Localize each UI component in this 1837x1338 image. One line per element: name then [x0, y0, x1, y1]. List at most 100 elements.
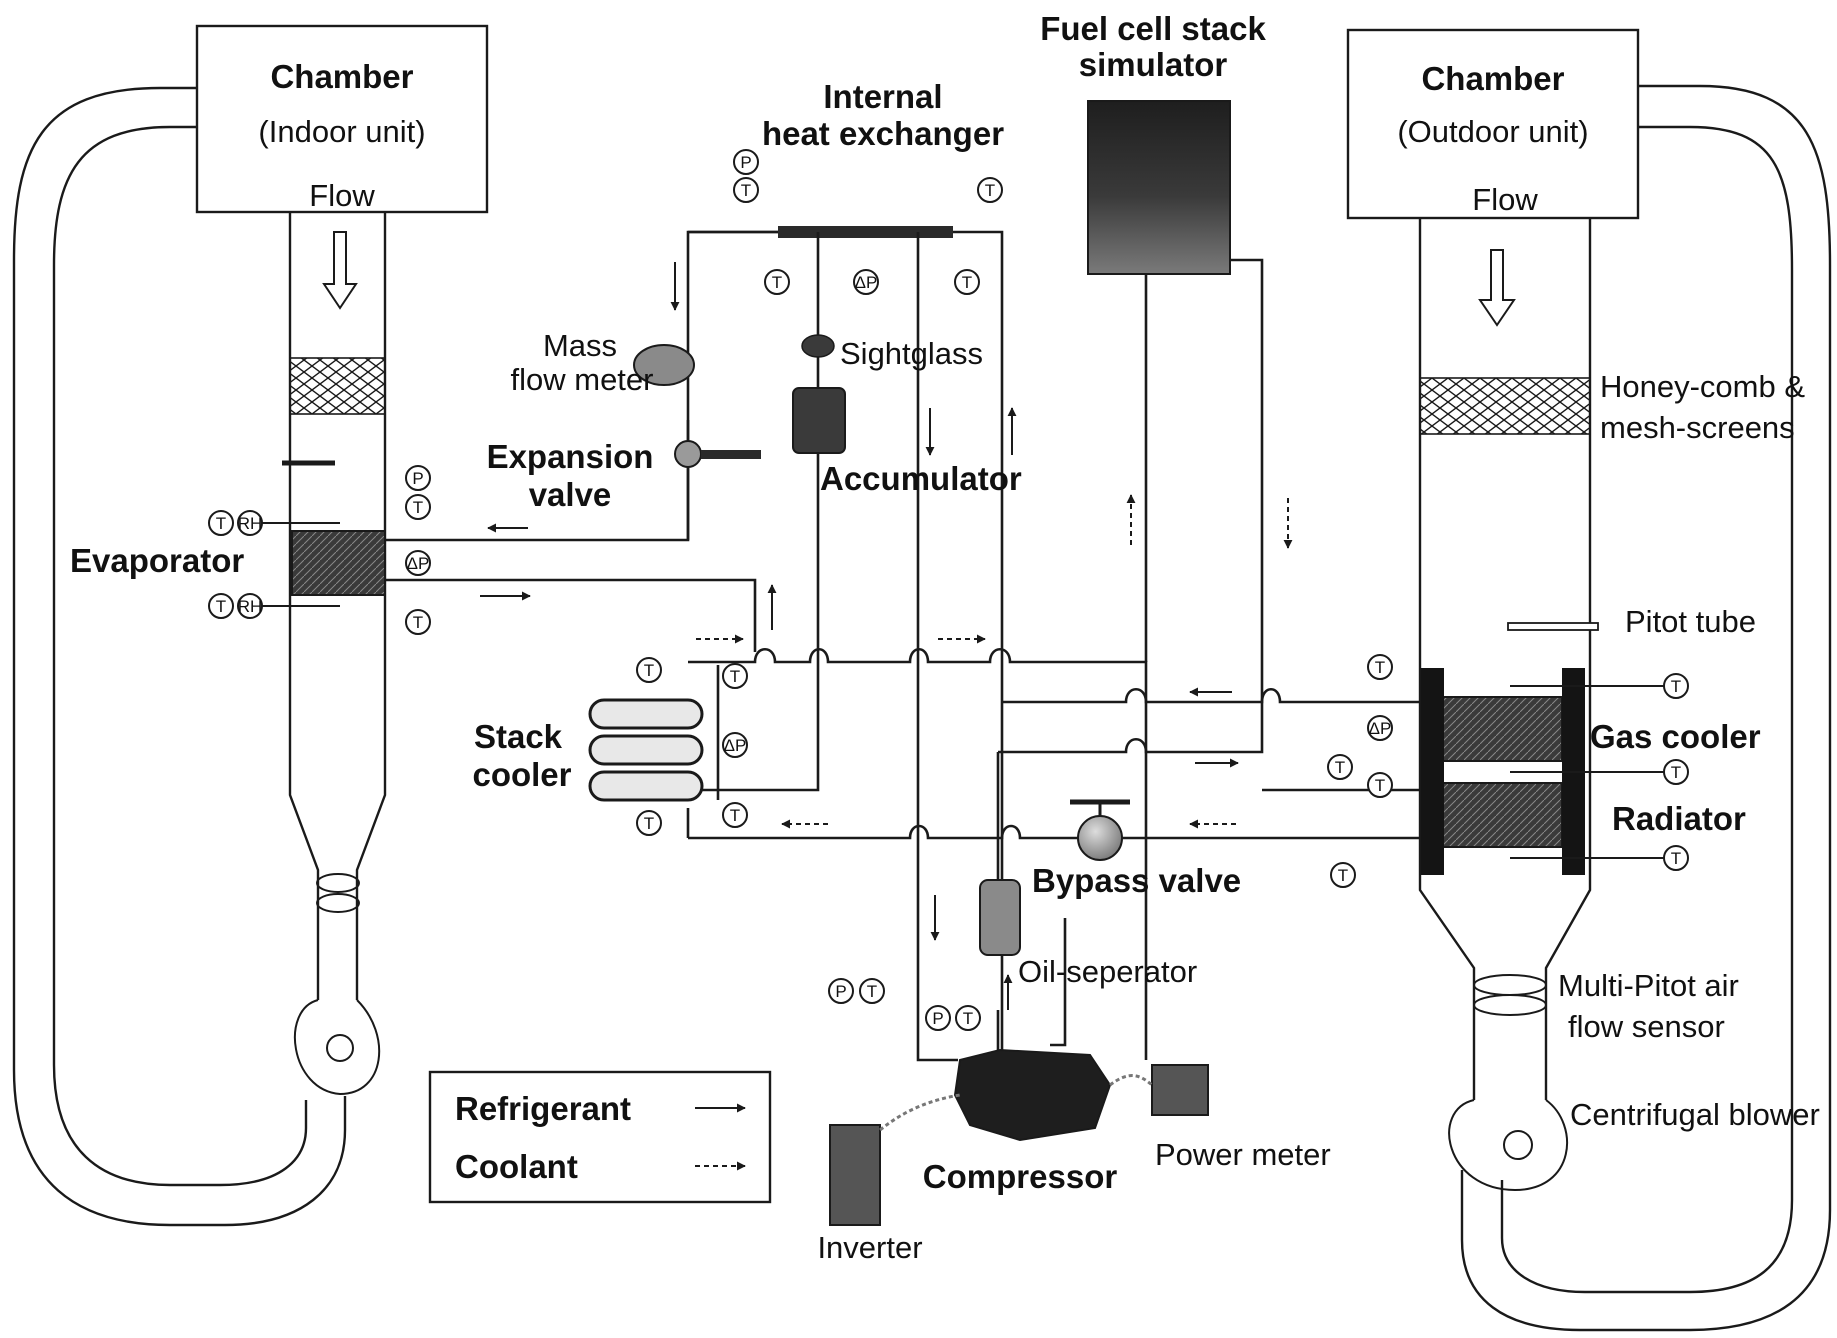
stack-cooler [590, 700, 702, 800]
svg-text:T: T [1671, 849, 1681, 868]
temperature-sensor: T [1664, 674, 1688, 698]
outdoor-unit: Chamber (Outdoor unit) Flow Honey-comb &… [1348, 30, 1830, 1330]
svg-text:T: T [413, 498, 423, 517]
power-meter-cable [1110, 1076, 1152, 1085]
svg-text:P: P [412, 469, 423, 488]
bypass-valve-label: Bypass valve [1032, 862, 1241, 899]
internal-heat-exchanger [778, 226, 953, 238]
pipe-bypass-line [688, 826, 1421, 838]
flow-label-outdoor: Flow [1472, 182, 1538, 217]
svg-text:RH: RH [238, 597, 263, 616]
differential-pressure-sensor: ΔP [854, 270, 878, 294]
compressor [955, 1050, 1110, 1140]
temperature-sensor: T [1331, 863, 1355, 887]
svg-text:T: T [741, 181, 751, 200]
svg-text:T: T [644, 814, 654, 833]
svg-text:T: T [216, 597, 226, 616]
temperature-sensor: T [723, 803, 747, 827]
expansion-valve-label: Expansion [487, 438, 654, 475]
temperature-sensor: T [209, 594, 233, 618]
outdoor-blower-hub [1504, 1131, 1532, 1159]
mass-flow-label-2: flow meter [511, 362, 654, 397]
svg-text:T: T [867, 982, 877, 1001]
humidity-sensor: RH [238, 594, 263, 618]
indoor-multi-pitot [317, 874, 359, 892]
chamber-outdoor-subtitle: (Outdoor unit) [1397, 114, 1588, 149]
honeycomb-label-2: mesh-screens [1600, 410, 1795, 445]
pipe-evaporator-outlet [385, 580, 755, 652]
svg-text:T: T [1375, 776, 1385, 795]
flow-arrow-icon [324, 232, 356, 308]
inverter-label: Inverter [817, 1230, 922, 1265]
svg-text:ΔP: ΔP [1369, 719, 1392, 738]
svg-text:T: T [644, 661, 654, 680]
power-meter [1152, 1065, 1208, 1115]
pitot-tube-label: Pitot tube [1625, 604, 1756, 639]
temperature-sensor: T [1664, 760, 1688, 784]
svg-text:P: P [932, 1009, 943, 1028]
svg-text:T: T [730, 806, 740, 825]
expansion-valve-label-2: valve [529, 476, 612, 513]
accumulator-label: Accumulator [820, 460, 1022, 497]
svg-text:ΔP: ΔP [407, 554, 430, 573]
svg-text:T: T [772, 273, 782, 292]
ihx-label-2: heat exchanger [762, 115, 1004, 152]
svg-text:T: T [413, 613, 423, 632]
oil-separator-label: Oil-seperator [1018, 954, 1197, 989]
fuel-cell-stack-box [1088, 101, 1230, 274]
pressure-sensor: P [829, 979, 853, 1003]
differential-pressure-sensor: ΔP [723, 733, 747, 757]
pressure-sensor: P [926, 1006, 950, 1030]
indoor-return-duct-outer [14, 88, 345, 1225]
sensor-gauges: T RH T RH P T ΔP T P T T T ΔP T T T ΔP T… [209, 150, 1688, 1030]
legend-coolant: Coolant [455, 1148, 578, 1185]
temperature-sensor: T [955, 270, 979, 294]
heat-exchanger-frame-left [1421, 668, 1444, 875]
temperature-sensor: T [1328, 755, 1352, 779]
radiator-label: Radiator [1612, 800, 1746, 837]
compressor-label: Compressor [923, 1158, 1118, 1195]
svg-text:T: T [985, 181, 995, 200]
temperature-sensor: T [637, 811, 661, 835]
svg-text:RH: RH [238, 514, 263, 533]
svg-text:T: T [1335, 758, 1345, 777]
multi-pitot-label: Multi-Pitot air [1558, 968, 1739, 1003]
pressure-sensor: P [406, 466, 430, 490]
svg-text:T: T [216, 514, 226, 533]
temperature-sensor: T [406, 495, 430, 519]
indoor-blower-housing [295, 1000, 379, 1094]
gas-cooler-core [1440, 697, 1562, 761]
svg-text:T: T [962, 273, 972, 292]
svg-text:P: P [740, 153, 751, 172]
fuel-cell-label-2: simulator [1079, 46, 1228, 83]
temperature-sensor: T [1368, 655, 1392, 679]
chamber-indoor-subtitle: (Indoor unit) [258, 114, 425, 149]
pipe-ihx-to-sightglass [688, 232, 818, 790]
outdoor-blower-housing [1449, 1100, 1567, 1190]
sightglass-label: Sightglass [840, 336, 983, 371]
fuel-cell-label: Fuel cell stack [1040, 10, 1266, 47]
honeycomb-label: Honey-comb & [1600, 369, 1805, 404]
gas-cooler-label: Gas cooler [1590, 718, 1761, 755]
legend: Refrigerant Coolant [430, 1072, 770, 1202]
expansion-valve-actuator [701, 450, 761, 459]
flow-label-indoor: Flow [309, 178, 375, 213]
temperature-sensor: T [209, 511, 233, 535]
evaporator-label: Evaporator [70, 542, 244, 579]
temperature-sensor: T [734, 178, 758, 202]
temperature-sensor: T [860, 979, 884, 1003]
bypass-valve [1078, 816, 1122, 860]
chamber-outdoor-title: Chamber [1421, 60, 1564, 97]
temperature-sensor: T [723, 664, 747, 688]
outdoor-multi-pitot [1474, 975, 1546, 995]
svg-text:ΔP: ΔP [724, 736, 747, 755]
temperature-sensor: T [956, 1006, 980, 1030]
sightglass-icon [802, 335, 834, 357]
svg-text:P: P [835, 982, 846, 1001]
svg-text:T: T [1375, 658, 1385, 677]
svg-text:T: T [730, 667, 740, 686]
svg-text:T: T [1671, 677, 1681, 696]
pressure-sensor: P [734, 150, 758, 174]
differential-pressure-sensor: ΔP [406, 551, 430, 575]
